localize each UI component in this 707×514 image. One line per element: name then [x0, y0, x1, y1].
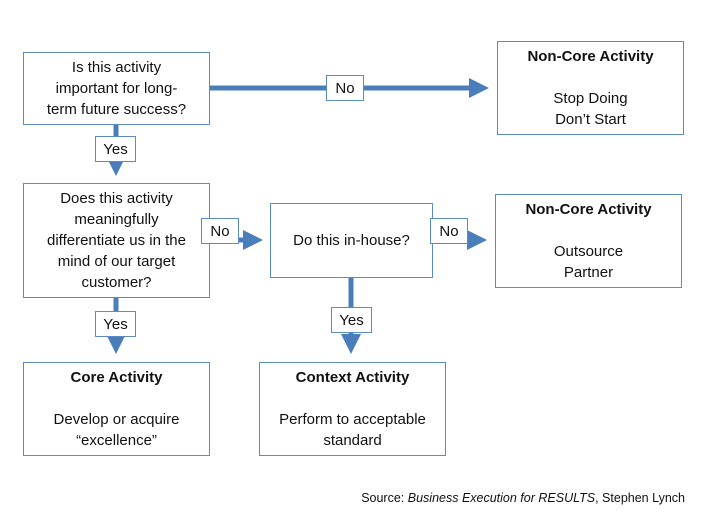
decision-line: Is this activity	[71, 59, 162, 76]
outcome-line: Perform to acceptable	[279, 411, 426, 428]
decision-line: customer?	[81, 274, 152, 291]
outcome-line: Partner	[563, 264, 614, 281]
source-book-title: Business Execution for RESULTS	[407, 491, 596, 505]
decision-line: differentiate us in the	[47, 232, 186, 249]
outcome-title: Context Activity	[295, 369, 410, 386]
outcome-context-activity: Context Activity Perform to acceptable s…	[259, 362, 446, 456]
edge-label-no: No	[430, 218, 468, 244]
decision-line: important for long-	[55, 80, 178, 97]
outcome-title: Non-Core Activity	[527, 48, 654, 65]
decision-line: Do this in-house?	[293, 232, 410, 249]
outcome-non-core-stop: Non-Core Activity Stop Doing Don’t Start	[497, 41, 684, 135]
outcome-non-core-outsource: Non-Core Activity Outsource Partner	[495, 194, 682, 288]
outcome-title: Non-Core Activity	[525, 201, 652, 218]
edge-label-no: No	[326, 75, 364, 101]
decision-line: term future success?	[46, 101, 187, 118]
edge-label-yes: Yes	[95, 311, 136, 337]
decision-line: Does this activity	[60, 190, 173, 207]
edge-label-yes: Yes	[95, 136, 136, 162]
decision-in-house: Do this in-house?	[270, 203, 433, 278]
outcome-line: Stop Doing	[553, 90, 628, 107]
outcome-core-activity: Core Activity Develop or acquire “excell…	[23, 362, 210, 456]
outcome-title: Core Activity	[70, 369, 163, 386]
decision-line: mind of our target	[57, 253, 176, 270]
outcome-line: Develop or acquire	[53, 411, 180, 428]
outcome-line: “excellence”	[76, 432, 157, 449]
decision-line: meaningfully	[74, 211, 159, 228]
outcome-line: Outsource	[553, 243, 624, 260]
edge-label-yes: Yes	[331, 307, 372, 333]
source-author: , Stephen Lynch	[595, 491, 685, 505]
outcome-line: Don’t Start	[555, 111, 626, 128]
edge-label-no: No	[201, 218, 239, 244]
decision-long-term-importance: Is this activity important for long- ter…	[23, 52, 210, 125]
outcome-line: standard	[323, 432, 382, 449]
decision-differentiation: Does this activity meaningfully differen…	[23, 183, 210, 298]
source-caption: Source: Business Execution for RESULTS, …	[361, 491, 685, 505]
source-prefix: Source:	[361, 491, 408, 505]
